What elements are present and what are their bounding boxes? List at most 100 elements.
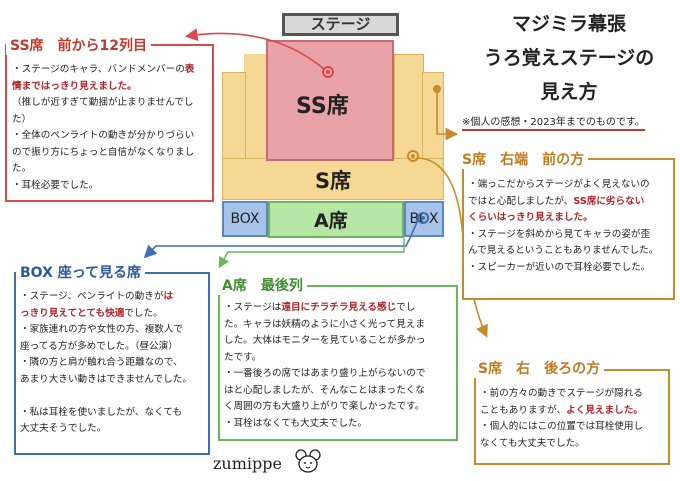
card-text: ・端っこだからステージがよく見えないの	[468, 179, 650, 190]
ss-front-card-body: ・ステージのキャラ、バンドメンバーの表情まではっきり見えました。（推しが近すぎて…	[12, 62, 212, 194]
card-text: ではと心配しましたが、	[468, 195, 574, 207]
card-text: ・耳栓はなくても大丈夫でした。	[224, 417, 368, 429]
a-seat-label: A席	[314, 210, 348, 232]
mouse-doodle-icon	[295, 449, 321, 473]
card-line: ・全体のペンライトの動きが分かりづらい	[12, 128, 212, 145]
card-text: なくても大丈夫でした。	[480, 437, 585, 449]
card-line: した。大体はモニターを見ていることが多かっ	[224, 333, 460, 350]
card-text: んで見えるということもありませんでした。	[468, 245, 659, 256]
title-line-2: うろ覚えステージの	[483, 47, 655, 69]
card-text: こともありますが、	[480, 404, 567, 416]
card-line: く周囲の方も大盛り上がりで楽しかったです。	[224, 399, 460, 416]
card-line: こともありますが、よく見えました。	[480, 403, 670, 420]
card-line: 座ってる方が多めでした。（昼公演）	[20, 339, 210, 356]
card-text: 座ってる方が多めでした。（昼公演）	[20, 340, 178, 352]
card-line	[20, 388, 210, 405]
card-line: た。	[12, 161, 212, 178]
s-right-back-marker	[407, 150, 419, 162]
ss-seat-area	[266, 40, 394, 161]
stage: ステージ	[282, 13, 399, 36]
card-line: なくても大丈夫でした。	[480, 436, 670, 453]
card-emphasis: くらいはっきり見えました。	[468, 212, 593, 223]
title-line-3: 見え方	[540, 81, 598, 103]
ss-marker-dot	[326, 70, 330, 74]
card-text: でした。	[124, 307, 163, 319]
s-right-front-card	[462, 158, 675, 300]
card-text: ・ステージは	[224, 302, 282, 313]
card-text: く周囲の方も大盛り上がりで楽しかったです。	[224, 401, 425, 412]
box-card-body: ・ステージ、ペンライトの動きがはっきり見えてとても快適でした。・家族連れの方や女…	[20, 289, 210, 438]
card-emphasis: SS席に劣らない	[573, 195, 645, 207]
card-line: 情まではっきり見えました。	[12, 79, 212, 96]
card-line: ・家族連れの方や女性の方、複数人で	[20, 322, 210, 339]
s-right-front-arrow	[436, 89, 459, 141]
card-line: 大丈夫そうでした。	[20, 421, 210, 438]
card-line: ので振り方にちょっと自信がなくなりまし	[12, 145, 212, 162]
ss-front-card	[5, 44, 214, 202]
card-text: 大丈夫そうでした。	[20, 423, 107, 434]
card-line: ・個人的にはこの位置では耳栓使用し	[480, 419, 670, 436]
card-line: はと心配しましたが、そんなことはまったくな	[224, 383, 460, 400]
box-card-title: BOX 座って見る席	[16, 262, 146, 282]
a-back-card-body: ・ステージは遠目にチラチラ見える感じでした。キャラは妖精のように小さく光って見え…	[224, 300, 460, 432]
card-text: ・個人的にはこの位置では耳栓使用し	[480, 421, 644, 432]
card-text: たです。	[224, 351, 262, 363]
ss-front-card-title: SS席 前から12列目	[6, 35, 152, 55]
card-line: ・端っこだからステージがよく見えないの	[468, 177, 674, 194]
card-emphasis: っきり見えてとても快適	[20, 307, 125, 319]
card-text: （推しが近すぎて動揺が止まりませんでし	[12, 97, 194, 108]
card-line: ・ステージは遠目にチラチラ見える感じでし	[224, 300, 460, 317]
s-right-back-card-title: S席 右 後ろの方	[474, 358, 605, 378]
box-seat-left: BOX	[222, 201, 268, 237]
card-text: ・私は耳栓を使いましたが、なくても	[20, 406, 183, 418]
a-seat-area	[268, 201, 404, 238]
box-card	[14, 272, 210, 455]
card-line: たです。	[224, 350, 460, 367]
disclaimer-note: ※個人の感想・2023年までのものです。	[462, 113, 645, 131]
card-text: でし	[396, 302, 416, 313]
card-text: た。	[12, 163, 32, 174]
ss-seat-label: SS席	[296, 94, 349, 119]
card-line: ・耳栓必要でした。	[12, 178, 212, 195]
s-seat-label: S席	[315, 169, 352, 193]
card-line: っきり見えてとても快適でした。	[20, 306, 210, 323]
box-arrow	[143, 219, 419, 259]
card-text: ・一番後ろの席ではあまり盛り上がらないので	[224, 368, 426, 379]
ss-arrow	[184, 28, 325, 70]
card-text: あまり大きい動きはできませんでした。	[20, 373, 192, 385]
card-text: ・ステージのキャラ、バンドメンバーの	[12, 64, 185, 75]
card-emphasis: よく見えました。	[566, 404, 643, 416]
card-line: ・ステージを斜めから見てキャラの姿が歪	[468, 227, 674, 244]
card-text: ・隣の方と肩が触れ合う距離なので、	[20, 357, 183, 368]
card-line: ・一番後ろの席ではあまり盛り上がらないので	[224, 366, 460, 383]
card-line: た）	[12, 112, 212, 129]
card-line: ・ステージのキャラ、バンドメンバーの表	[12, 62, 212, 79]
card-line: ではと心配しましたが、SS席に劣らない	[468, 194, 674, 211]
card-emphasis: 情まではっきり見えました。	[12, 80, 137, 92]
card-text: ・ステージ、ペンライトの動きが	[20, 291, 164, 302]
card-line: （推しが近すぎて動揺が止まりませんでし	[12, 95, 212, 112]
card-text: ・ステージを斜めから見てキャラの姿が歪	[468, 228, 651, 240]
card-line: あまり大きい動きはできませんでした。	[20, 372, 210, 389]
card-emphasis: 表	[184, 64, 195, 75]
card-text: た）	[12, 113, 32, 125]
a-back-card-title: A席 最後列	[218, 275, 307, 295]
card-line: た。キャラは妖精のように小さく光って見えま	[224, 317, 460, 334]
s-right-back-marker-dot	[411, 154, 415, 158]
card-text: ので振り方にちょっと自信がなくなりまし	[12, 146, 195, 158]
s-right-back-card-body: ・前の方々の動きでステージが隠れることもありますが、よく見えました。・個人的には…	[480, 386, 670, 452]
card-text: ・スピーカーが近いので耳栓必要でした。	[468, 261, 651, 273]
card-line: ・前の方々の動きでステージが隠れる	[480, 386, 670, 403]
a-back-arrow	[218, 238, 405, 269]
card-text: ・全体のペンライトの動きが分かりづらい	[12, 130, 195, 141]
card-text: ・前の方々の動きでステージが隠れる	[480, 388, 643, 399]
card-text: ・家族連れの方や女性の方、複数人で	[20, 324, 184, 335]
card-line: ・私は耳栓を使いましたが、なくても	[20, 405, 210, 422]
card-text: た。キャラは妖精のように小さく光って見えま	[224, 318, 425, 330]
card-text: した。大体はモニターを見ていることが多かっ	[224, 335, 426, 346]
box-marker	[417, 212, 429, 224]
card-line: ・ステージ、ペンライトの動きがは	[20, 289, 210, 306]
s-right-back-card	[474, 369, 670, 465]
signature: zumippe	[213, 454, 282, 473]
card-emphasis: 遠目にチラチラ見える感じ	[281, 302, 397, 313]
